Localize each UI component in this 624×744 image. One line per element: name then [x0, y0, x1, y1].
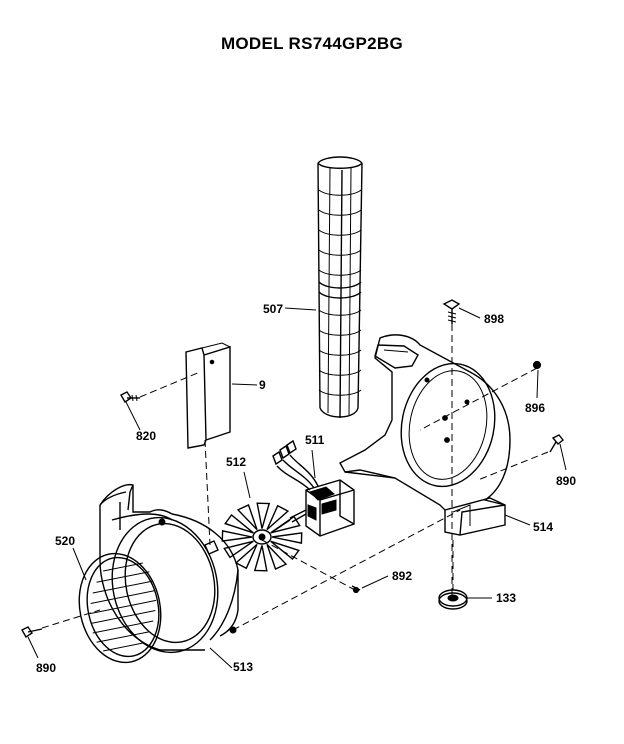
grille-slat — [96, 631, 150, 643]
fan-blade — [224, 513, 254, 534]
grille-slat — [92, 620, 154, 634]
screw-left-part — [120, 391, 140, 403]
fan-blade — [223, 540, 254, 559]
fan-blade — [256, 502, 271, 529]
fan-blade — [253, 545, 268, 572]
duct-rib — [318, 189, 362, 196]
fan-blade — [270, 515, 301, 534]
label-520: 520 — [55, 534, 75, 548]
grommet-part — [438, 589, 468, 610]
grille-slat — [90, 590, 156, 604]
grille-slat — [92, 580, 154, 594]
label-9: 9 — [259, 378, 266, 392]
label-898: 898 — [484, 312, 504, 326]
label-890-right: 890 — [556, 474, 576, 488]
cover-part — [185, 342, 231, 449]
duct-rib — [318, 349, 362, 356]
duct-rib — [318, 249, 362, 256]
leader-lines — [27, 307, 567, 669]
grille-slat — [103, 562, 143, 572]
duct-rib — [318, 209, 362, 216]
label-820: 820 — [136, 429, 156, 443]
housing-part — [99, 483, 239, 654]
label-896: 896 — [525, 401, 545, 415]
screw-top-part — [442, 299, 461, 324]
grille-slat — [90, 610, 156, 624]
duct-rib — [318, 309, 362, 316]
duct-rib — [318, 269, 362, 276]
fan-blade — [266, 504, 290, 531]
duct-rib — [318, 329, 362, 336]
label-511: 511 — [305, 433, 325, 447]
label-892: 892 — [392, 569, 412, 583]
duct-rib — [318, 389, 362, 396]
grille-slat — [103, 642, 143, 652]
assembly-lines — [41, 324, 549, 631]
grille-slat — [89, 599, 157, 615]
motor-part — [271, 439, 355, 537]
fan-blade — [236, 504, 258, 531]
fan-blade — [270, 540, 300, 561]
part-labels: 507 898 896 9 820 511 512 890 514 520 89… — [36, 302, 576, 675]
label-507: 507 — [263, 302, 283, 316]
bracket-part — [339, 334, 511, 536]
screw-center-part — [351, 585, 361, 594]
label-514: 514 — [533, 520, 553, 534]
fan-blade — [221, 530, 253, 542]
housing-front-part — [78, 552, 162, 664]
fan-blade — [266, 543, 288, 570]
fan-part — [221, 502, 303, 572]
duct-part — [317, 156, 363, 419]
label-890-left: 890 — [36, 661, 56, 675]
page-title: MODEL RS744GP2BG — [220, 34, 404, 53]
label-133: 133 — [496, 591, 516, 605]
label-512: 512 — [226, 455, 246, 469]
fan-blade — [234, 543, 258, 570]
screw-bottom-left-part — [21, 626, 43, 638]
fan-blade — [271, 532, 303, 544]
screw-right-part — [549, 434, 564, 453]
duct-rib — [318, 229, 362, 236]
label-513: 513 — [233, 660, 253, 674]
duct-rib — [318, 369, 362, 376]
nut-part — [532, 360, 542, 370]
grille-slat — [96, 571, 150, 583]
